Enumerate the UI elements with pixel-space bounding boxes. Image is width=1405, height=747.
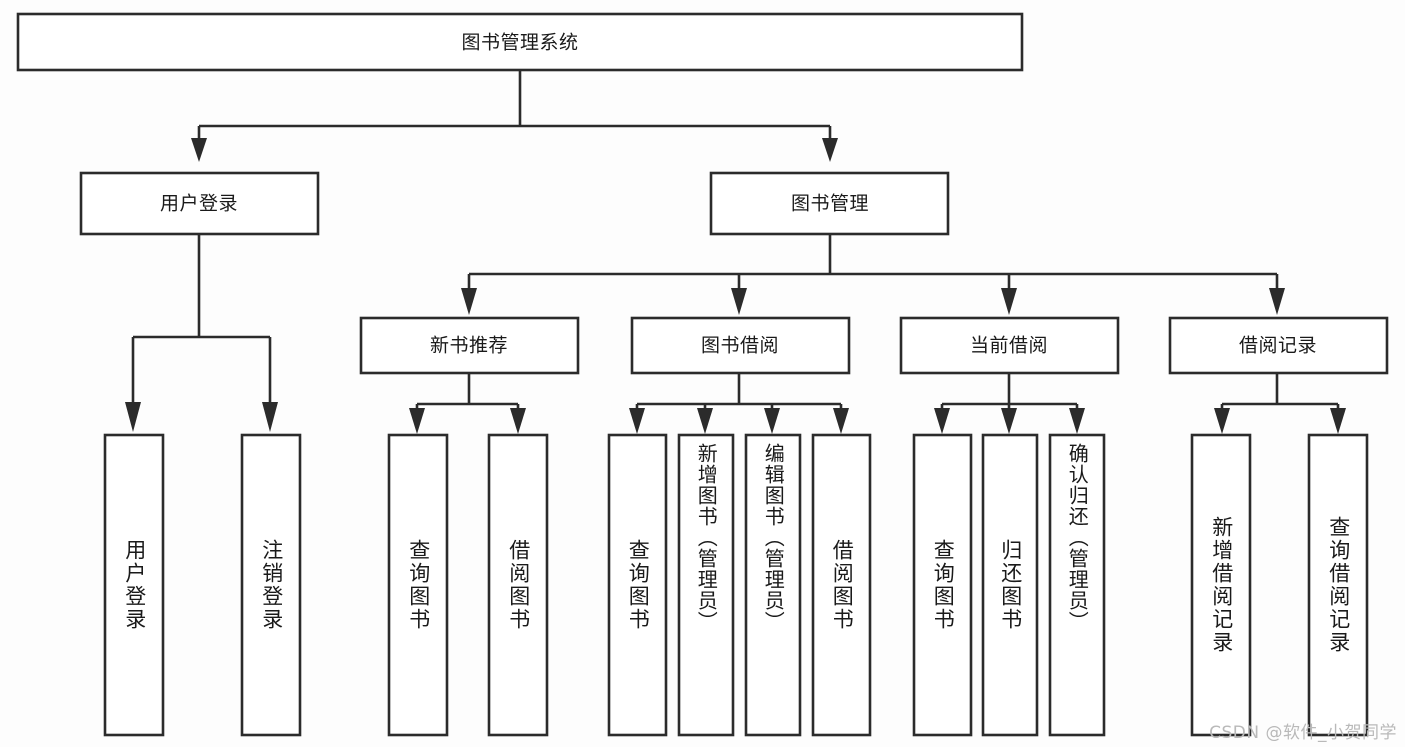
node-book-borrow-label: 图书借阅 (701, 335, 779, 357)
arrow-to-new-book-recommend (461, 288, 477, 315)
arrow-to-leaf-edit-book (764, 408, 780, 434)
arrow-to-book-management (822, 138, 838, 162)
arrow-to-leaf-user-login (125, 402, 141, 432)
node-book-management-label: 图书管理 (791, 193, 869, 215)
watermark-text: CSDN @软件_小贺同学 (1209, 723, 1397, 743)
node-leaf-query-book-3[interactable] (912, 433, 973, 737)
node-leaf-add-record[interactable] (1190, 433, 1252, 737)
node-leaf-borrow-book-2[interactable] (811, 433, 872, 737)
node-user-login[interactable] (79, 171, 320, 236)
node-root-label: 图书管理系统 (461, 32, 578, 54)
arrow-to-leaf-add-book (697, 408, 713, 434)
arrow-to-leaf-borrow-book-2 (833, 408, 849, 434)
arrow-to-current-borrow (1001, 288, 1017, 315)
arrow-to-leaf-borrow-book-1 (510, 408, 526, 434)
connector-layer (125, 70, 1346, 434)
node-layer: 图书管理系统 用户登录 图书管理 新书推荐 图书借阅 当前借阅 借阅记录 (16, 12, 1389, 737)
node-leaf-return-book[interactable] (981, 433, 1039, 737)
node-user-login-label: 用户登录 (160, 193, 238, 215)
node-leaf-query-book-1[interactable] (387, 433, 449, 737)
node-leaf-query-book-2[interactable] (607, 433, 668, 737)
node-new-book-recommend-label: 新书推荐 (430, 335, 508, 357)
node-leaf-user-logout[interactable] (240, 433, 302, 737)
node-leaf-add-book[interactable] (677, 433, 735, 737)
node-borrow-record[interactable] (1168, 316, 1389, 375)
arrow-to-leaf-query-book-3 (934, 408, 950, 434)
node-leaf-edit-book[interactable] (744, 433, 802, 737)
node-leaf-user-login[interactable] (103, 433, 165, 737)
arrow-to-borrow-record (1269, 288, 1285, 315)
arrow-to-user-login (191, 138, 207, 162)
arrow-to-leaf-query-book-2 (629, 408, 645, 434)
node-book-management[interactable] (709, 171, 950, 236)
node-book-borrow[interactable] (630, 316, 851, 375)
node-leaf-confirm-return[interactable] (1048, 433, 1106, 737)
node-current-borrow-label: 当前借阅 (970, 335, 1048, 357)
node-root[interactable] (16, 12, 1024, 72)
arrow-to-leaf-query-record (1330, 408, 1346, 434)
node-leaf-query-record[interactable] (1307, 433, 1369, 737)
arrow-to-leaf-return-book (1001, 408, 1017, 434)
arrow-to-leaf-query-book-1 (409, 408, 425, 434)
node-leaf-borrow-book-1[interactable] (487, 433, 549, 737)
node-current-borrow[interactable] (899, 316, 1120, 375)
arrow-to-leaf-confirm-return (1069, 408, 1085, 434)
arrow-to-book-borrow (731, 288, 747, 315)
arrow-to-leaf-add-record (1214, 408, 1230, 434)
arrow-to-leaf-user-logout (262, 402, 278, 432)
node-borrow-record-label: 借阅记录 (1239, 335, 1317, 357)
node-new-book-recommend[interactable] (359, 316, 580, 375)
